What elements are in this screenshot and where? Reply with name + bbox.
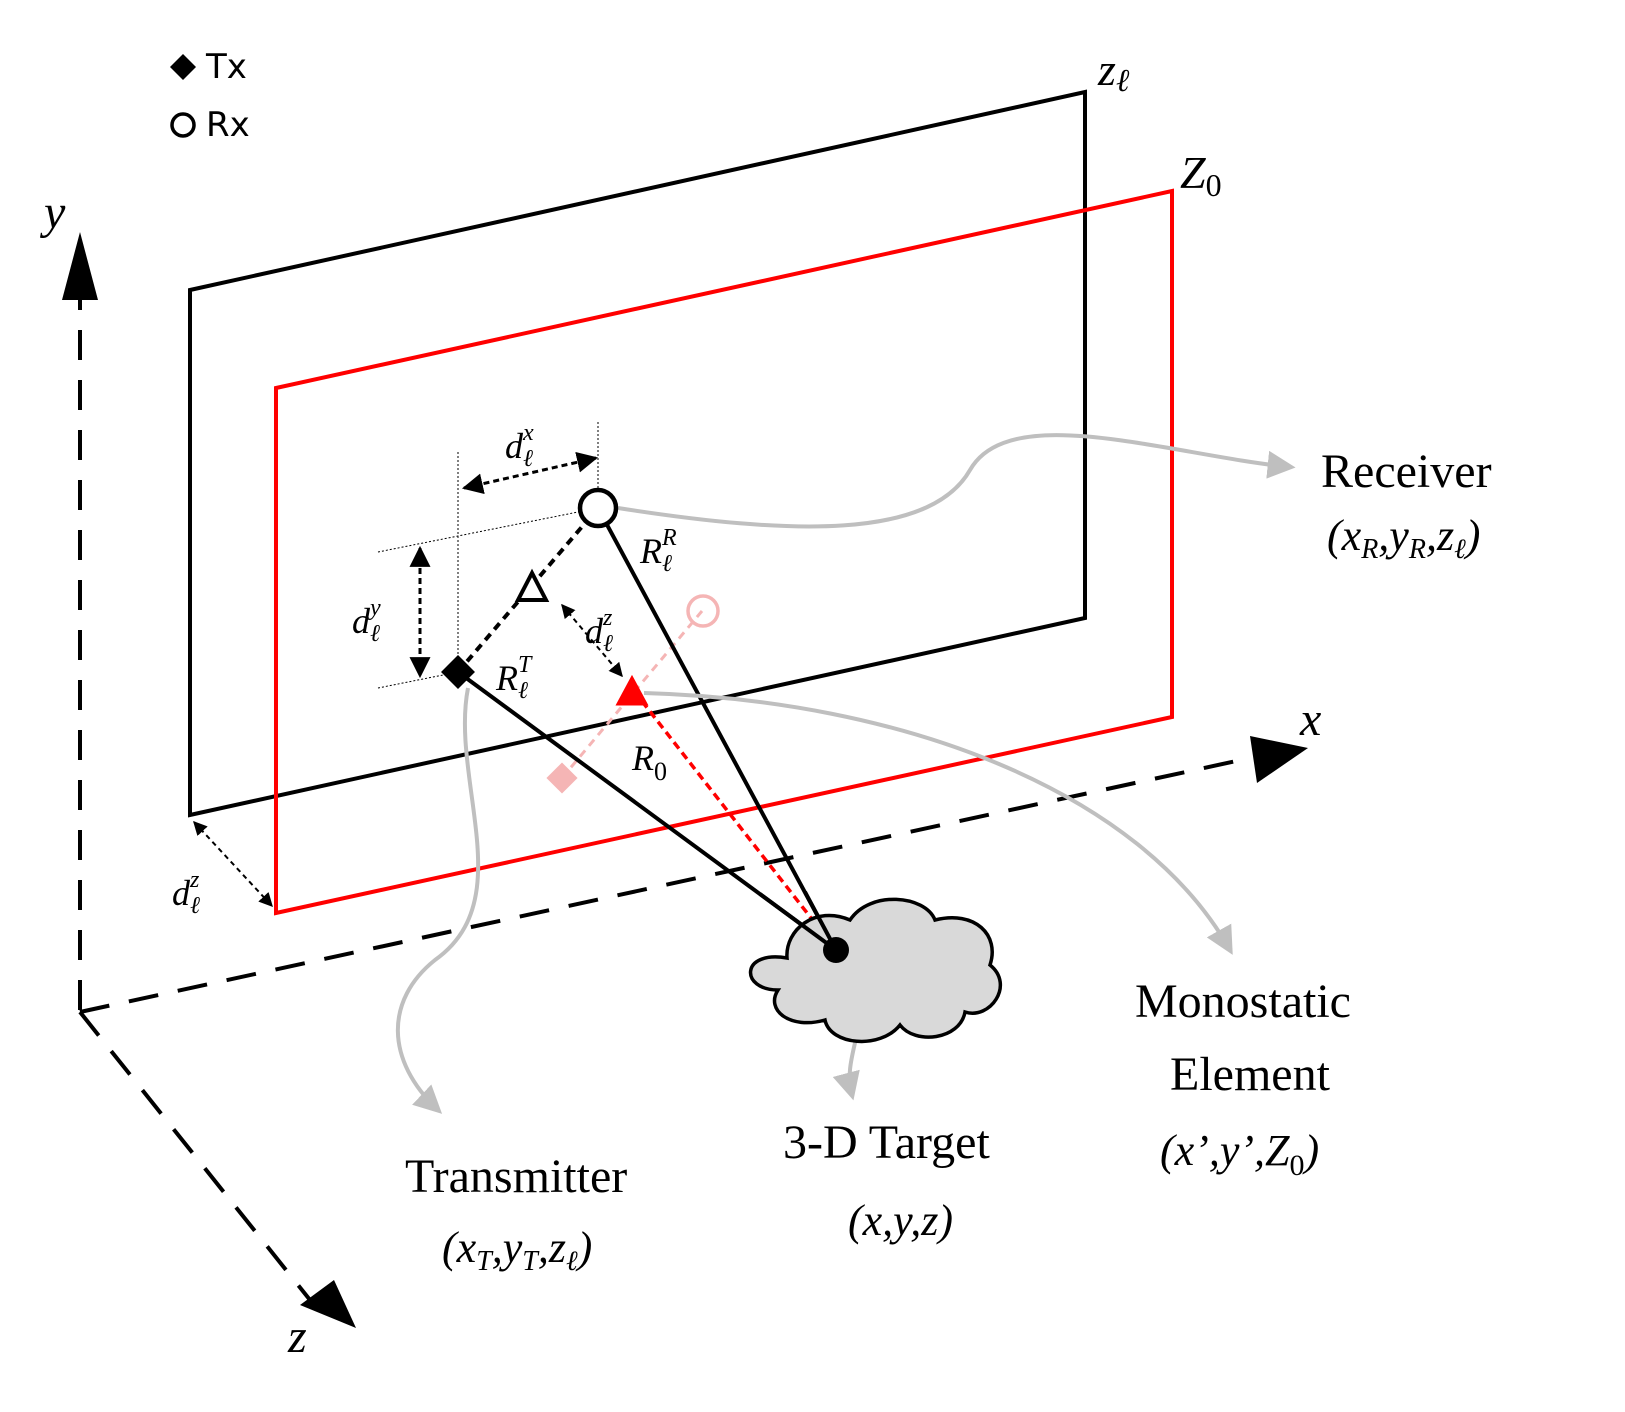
legend-rx-label: Rx <box>206 105 250 145</box>
monostatic-triangle-icon <box>615 674 649 706</box>
monostatic-leader <box>643 691 1233 955</box>
legend-tx: Tx <box>168 47 247 87</box>
dz-dimension-arrow <box>193 820 273 908</box>
receiver-circle-icon <box>577 487 619 529</box>
y-axis-label: y <box>39 186 66 239</box>
receiver-coord: (xR,yR,zℓ) <box>1327 511 1480 565</box>
construction-lines <box>377 422 599 689</box>
x-axis-label: x <box>1299 693 1321 746</box>
dz2-label: dℓz <box>585 605 613 657</box>
monostatic-coord: (x’,y’,Z0) <box>1160 1126 1319 1182</box>
monostatic-plane-label: Z0 <box>1180 147 1222 203</box>
array-plane-black <box>188 89 1087 818</box>
dy-label: dℓy <box>352 595 381 647</box>
tx-rx-baseline <box>456 506 600 674</box>
x-axis <box>79 756 1251 1014</box>
rx-circle-icon <box>170 112 196 138</box>
target-cloud-icon <box>748 897 1003 1044</box>
z-axis <box>78 1010 312 1302</box>
transmitter-coord: (xT,yT,zℓ) <box>442 1223 592 1277</box>
projected-rx-circle-icon <box>686 594 720 628</box>
monostatic-plane-red <box>274 188 1174 916</box>
transmitter-title: Transmitter <box>405 1150 627 1203</box>
dx-label: dℓx <box>505 420 534 472</box>
transmitter-leader <box>395 687 481 1114</box>
rt-label: RℓT <box>495 652 533 704</box>
array-plane-label: zℓ <box>1097 44 1130 98</box>
dz2-dimension-arrow <box>561 603 623 678</box>
monostatic-title-line1: Monostatic <box>1135 975 1351 1028</box>
rr-label: RℓR <box>639 525 677 577</box>
target-title: 3-D Target <box>783 1116 990 1169</box>
receiver-leader <box>617 433 1296 529</box>
z-axis-arrowhead <box>300 1280 356 1328</box>
rr-range-to-target <box>803 891 838 951</box>
r0-range-line <box>632 689 838 952</box>
z-axis-label: z <box>287 1310 307 1363</box>
axes <box>62 232 1308 1328</box>
r0-label: R0 <box>631 738 667 786</box>
legend-tx-label: Tx <box>206 47 247 87</box>
transmitter-diamond-icon <box>441 655 475 689</box>
midpoint-triangle-icon <box>514 568 550 602</box>
rt-range-to-target <box>758 892 838 952</box>
monostatic-title-line2: Element <box>1170 1048 1331 1101</box>
tx-diamond-icon <box>170 54 196 80</box>
target-coord: (x,y,z) <box>848 1196 953 1245</box>
dz-label: dℓz <box>172 867 200 919</box>
dx-dimension-arrow <box>461 451 599 495</box>
y-axis-arrowhead <box>62 232 98 300</box>
receiver-title: Receiver <box>1321 445 1492 498</box>
x-axis-arrowhead <box>1250 736 1308 783</box>
legend-rx: Rx <box>168 105 250 145</box>
rr-range-line <box>596 507 838 951</box>
